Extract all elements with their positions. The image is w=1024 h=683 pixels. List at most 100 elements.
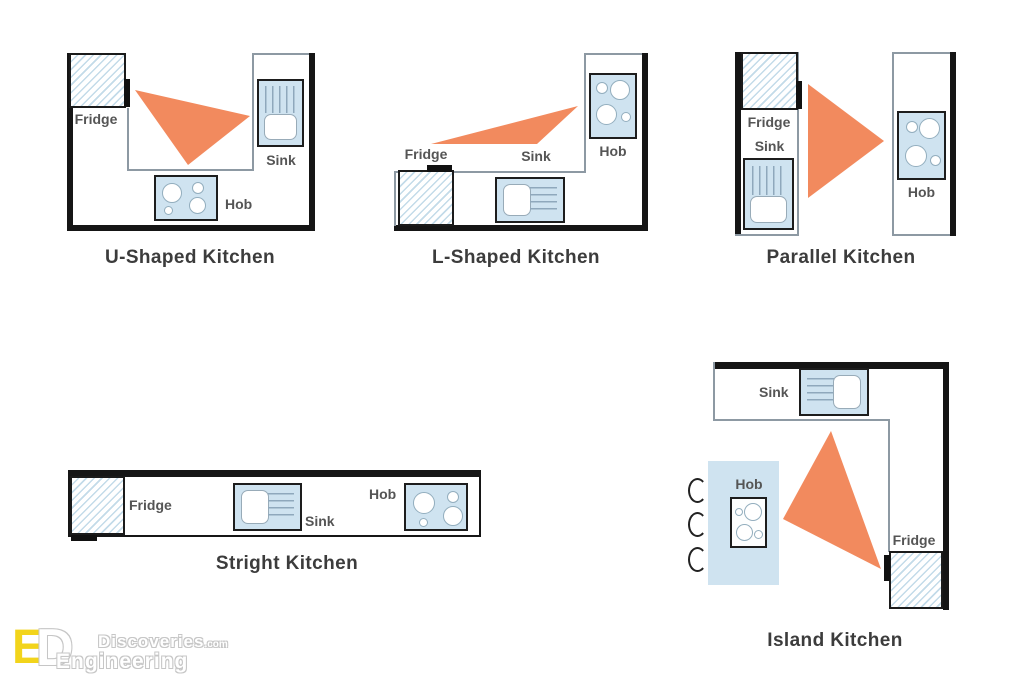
burner — [621, 112, 631, 122]
burner — [735, 508, 743, 516]
sink-drain-lines — [752, 166, 785, 195]
counter-edge-line — [797, 52, 799, 236]
sink-drain-lines — [530, 187, 557, 213]
fridge-handle-icon — [427, 165, 452, 172]
work-triangle-icon — [808, 84, 884, 198]
counter-edge-line — [127, 169, 254, 171]
burner — [919, 118, 940, 139]
sink-icon — [257, 79, 304, 147]
fridge-label: Fridge — [74, 111, 118, 127]
counter-edge-line — [892, 52, 950, 54]
diagram-title: Stright Kitchen — [215, 553, 359, 574]
work-triangle-icon — [135, 90, 250, 165]
burner — [610, 80, 630, 100]
sink-drain-lines — [807, 378, 834, 406]
counter-edge-line — [252, 53, 309, 55]
counter-edge-line — [888, 419, 890, 552]
fridge-handle-icon — [796, 81, 802, 109]
hob-icon — [154, 175, 218, 221]
sink-basin — [833, 375, 861, 409]
wall-segment — [950, 52, 956, 236]
burner — [419, 518, 428, 527]
hob-label: Hob — [369, 486, 397, 502]
fridge-handle-icon — [124, 79, 130, 107]
counter-edge-line — [713, 419, 890, 421]
wall-segment — [309, 53, 315, 231]
counter-edge-line — [892, 234, 950, 236]
hob-icon — [897, 111, 946, 180]
stool-icon — [688, 478, 707, 503]
fridge-icon — [889, 551, 943, 609]
island-kitchen-diagram: Sink Fridge Hob Island Kitchen — [655, 350, 985, 665]
sink-drain-lines — [265, 86, 296, 113]
burner — [754, 530, 763, 539]
counter-edge-line — [394, 171, 396, 226]
hob-icon — [404, 483, 468, 531]
sink-icon — [495, 177, 565, 223]
stool-icon — [688, 512, 707, 537]
burner — [596, 82, 608, 94]
counter-edge-line — [892, 52, 894, 236]
wall-segment — [642, 53, 648, 231]
hob-label: Hob — [907, 184, 936, 200]
fridge-icon — [69, 53, 126, 108]
logo-brand-discoveries: Discoveries.com — [98, 632, 228, 651]
l-shaped-kitchen-diagram: Fridge Sink Hob L-Shaped Kitchen — [385, 40, 665, 280]
burner — [930, 155, 941, 166]
burner — [413, 492, 435, 514]
fridge-label: Fridge — [404, 146, 448, 162]
sink-basin — [241, 490, 269, 524]
sink-basin — [503, 184, 531, 216]
hob-label: Hob — [599, 143, 627, 159]
burner — [192, 182, 204, 194]
fridge-label: Fridge — [892, 532, 936, 548]
sink-icon — [233, 483, 302, 531]
diagram-title: L-Shaped Kitchen — [432, 247, 600, 268]
sink-label: Sink — [266, 152, 296, 168]
sink-drain-lines — [268, 493, 294, 521]
sink-label: Sink — [754, 138, 785, 154]
sink-label: Sink — [521, 148, 551, 164]
counter-edge-line — [735, 234, 799, 236]
counter-edge-line — [252, 53, 254, 171]
diagram-title: U-Shaped Kitchen — [104, 247, 276, 268]
logo-d-icon: D — [36, 619, 74, 677]
wall-segment — [713, 362, 949, 369]
engineering-discoveries-logo: E D Discoveries.com Engineering — [6, 622, 306, 680]
counter-edge-line — [127, 108, 129, 170]
counter-edge-line — [584, 53, 642, 55]
sink-label: Sink — [305, 513, 335, 529]
diagram-title: Parallel Kitchen — [766, 247, 916, 268]
sink-icon — [799, 368, 869, 416]
burner — [443, 506, 463, 526]
burner — [164, 206, 173, 215]
burner — [596, 104, 617, 125]
wall-segment — [67, 225, 315, 231]
parallel-kitchen-diagram: Fridge Sink Hob Parallel Kitchen — [720, 40, 970, 280]
fridge-icon — [70, 476, 125, 535]
stool-icon — [688, 547, 707, 572]
fridge-handle-icon — [71, 535, 97, 541]
fridge-label: Fridge — [747, 114, 791, 130]
hob-icon — [589, 73, 637, 139]
hob-icon — [730, 497, 767, 548]
burner — [447, 491, 459, 503]
sink-icon — [743, 158, 794, 230]
burner — [162, 183, 182, 203]
wall-segment — [394, 225, 648, 231]
hob-label: Hob — [225, 196, 253, 212]
logo-e-icon: E — [12, 621, 45, 674]
sink-basin — [750, 196, 787, 223]
hob-label: Hob — [735, 476, 763, 492]
sink-basin — [264, 114, 297, 140]
burner — [906, 121, 918, 133]
burner — [744, 503, 762, 521]
wall-segment — [943, 362, 949, 610]
logo-brand-suffix: .com — [204, 639, 228, 650]
logo-brand-engineering: Engineering — [56, 650, 189, 673]
burner — [905, 145, 927, 167]
straight-kitchen-diagram: Fridge Sink Hob Stright Kitchen — [55, 455, 495, 585]
counter-edge-line — [713, 362, 715, 421]
wall-segment — [67, 53, 73, 231]
